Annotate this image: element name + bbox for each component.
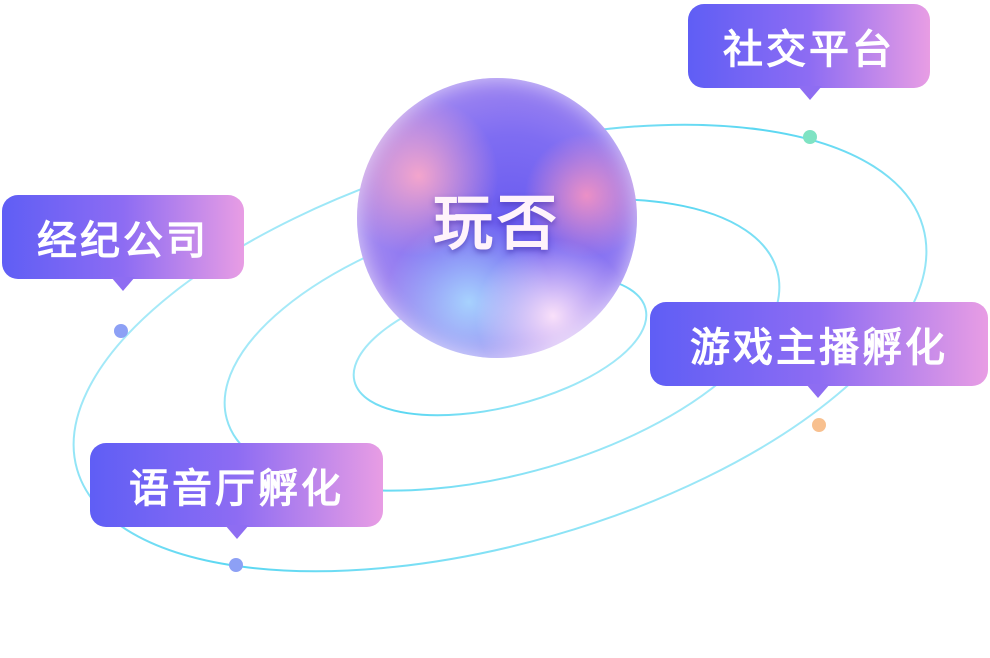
label-agency: 经纪公司	[2, 195, 244, 291]
dot-agency	[114, 324, 128, 338]
center-label: 玩否	[433, 188, 561, 259]
dot-streamer-incubation	[812, 418, 826, 432]
dot-social-platform	[803, 130, 817, 144]
dot-voice-room-incubation	[229, 558, 243, 572]
label-streamer-incubation: 游戏主播孵化	[650, 302, 988, 398]
label-social-platform: 社交平台	[688, 4, 930, 100]
label-voice-room-incubation: 语音厅孵化	[90, 443, 383, 539]
center-sphere: 玩否	[357, 78, 637, 358]
